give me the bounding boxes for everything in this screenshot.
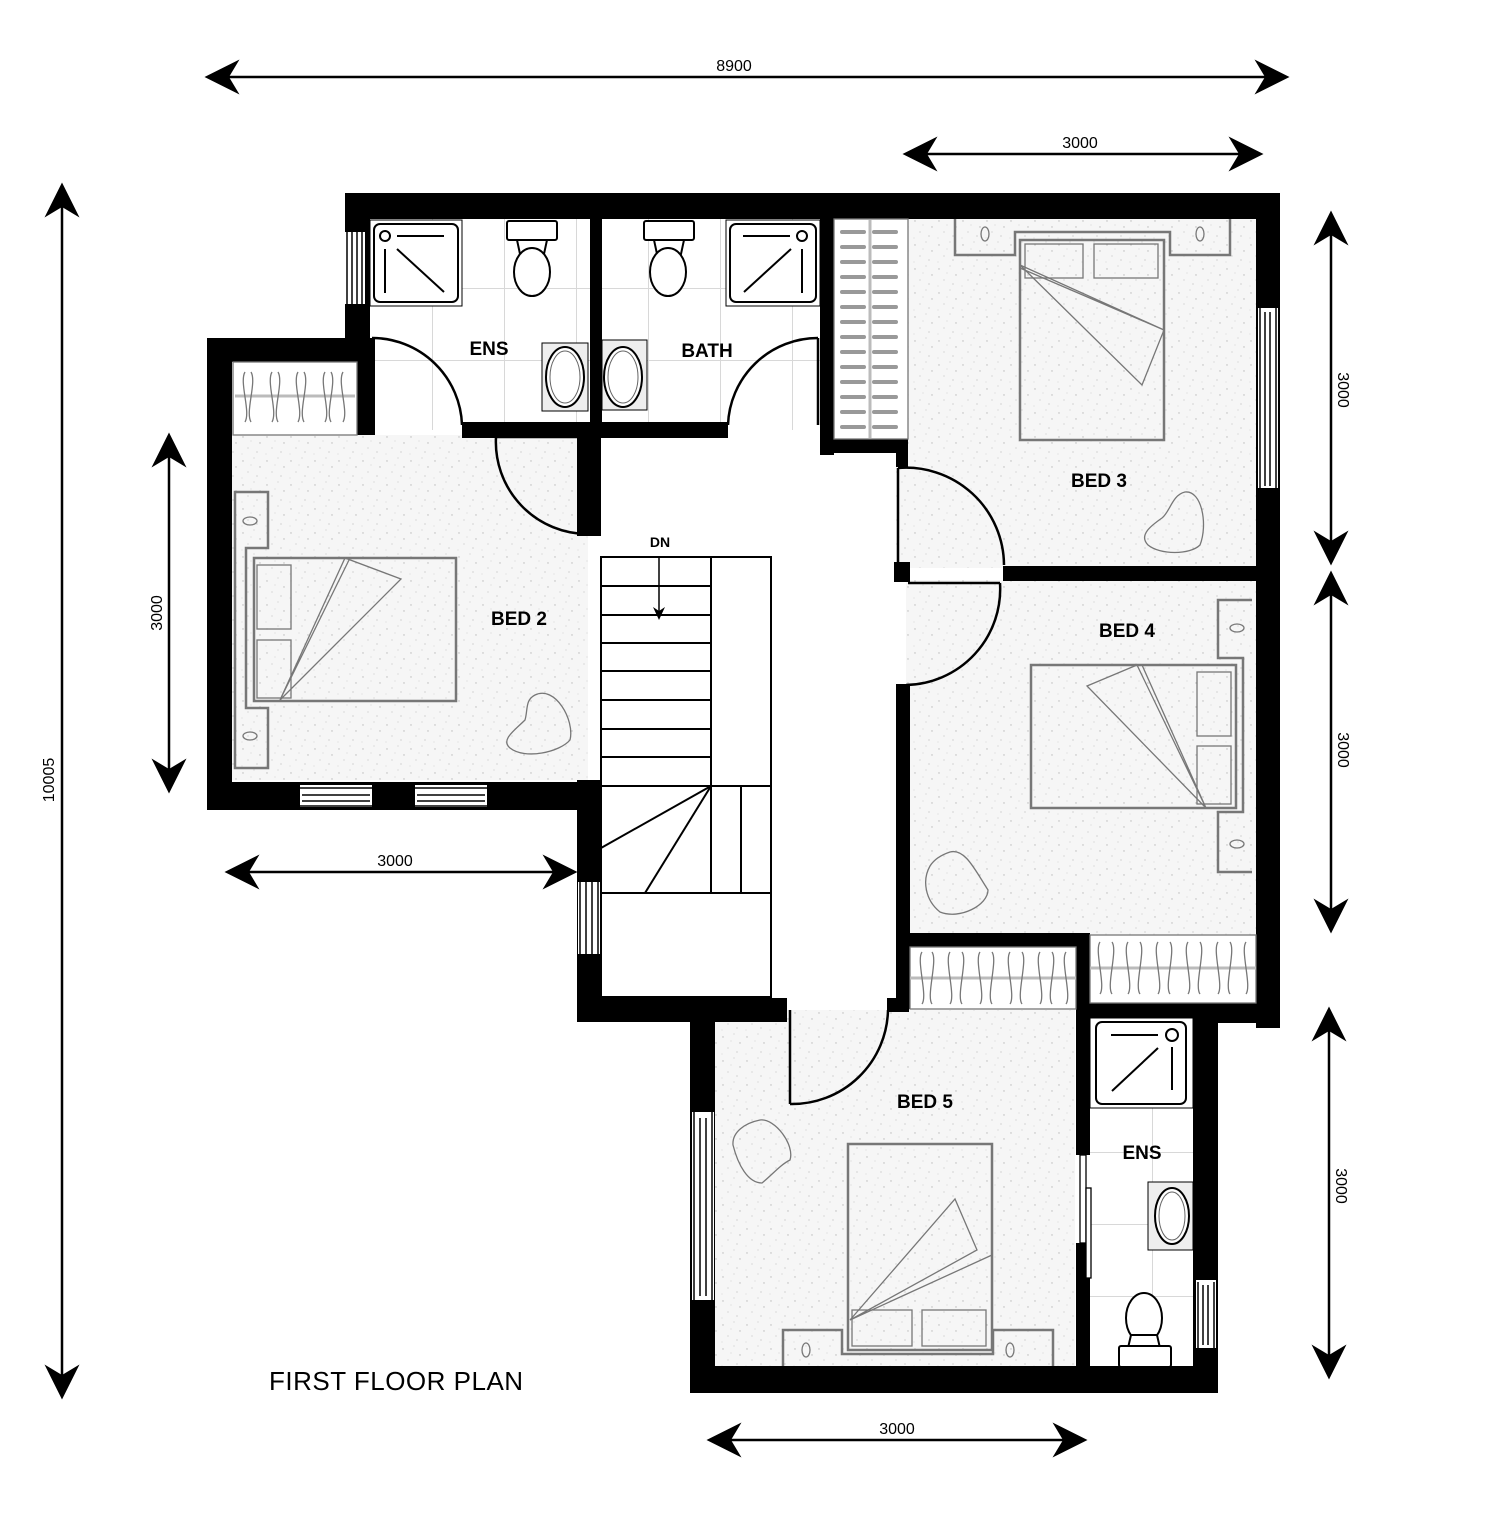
shower-bath bbox=[725, 219, 821, 307]
door-bed5[interactable] bbox=[788, 1009, 890, 1106]
dim-bed3-top-width: 3000 bbox=[1062, 135, 1098, 152]
bed-bed2 bbox=[233, 490, 458, 770]
window-bed2-left bbox=[300, 785, 372, 807]
toilet-bath bbox=[643, 220, 695, 297]
bed5-floor bbox=[713, 1010, 1075, 1368]
beds bbox=[233, 219, 1252, 1366]
sink-bath bbox=[601, 339, 648, 411]
door-bed2[interactable] bbox=[494, 435, 590, 536]
chair-bed4 bbox=[925, 851, 989, 915]
sink-ens-top bbox=[541, 342, 589, 412]
wardrobe-bed5 bbox=[909, 946, 1077, 1010]
shower-ens-bottom bbox=[1089, 1017, 1194, 1109]
room-label-bath: BATH bbox=[681, 341, 732, 362]
window-ens-top bbox=[345, 232, 365, 304]
dim-bed5-bottom-width: 3000 bbox=[879, 1421, 915, 1438]
doors[interactable] bbox=[370, 336, 1092, 1279]
sink-ens-bottom bbox=[1147, 1181, 1194, 1251]
room-label-bed5: BED 5 bbox=[897, 1092, 953, 1113]
bed-bed5 bbox=[781, 1142, 1055, 1366]
dim-bed2-bottom-width: 3000 bbox=[377, 853, 413, 870]
dimension-lines: 8900 3000 10005 3000 3000 3000 3000 3000… bbox=[41, 58, 1351, 1458]
fixtures bbox=[369, 219, 1194, 1368]
dim-bed3-right-height: 3000 bbox=[1334, 372, 1351, 408]
wardrobes bbox=[232, 218, 1257, 1010]
room-label-bed2: BED 2 bbox=[491, 609, 547, 630]
toilet-ens-top bbox=[506, 220, 558, 297]
bed4-floor bbox=[906, 580, 1256, 935]
dim-overall-depth: 10005 bbox=[41, 758, 58, 803]
stair-direction-label: DN bbox=[650, 534, 670, 550]
chair-bed5 bbox=[732, 1119, 792, 1184]
wardrobe-bed4 bbox=[1089, 934, 1257, 1004]
sliding-door-ens-bottom[interactable] bbox=[1079, 1154, 1092, 1279]
window-bed2-right bbox=[415, 785, 487, 807]
door-bath[interactable] bbox=[726, 336, 820, 426]
room-label-ens-bottom: ENS bbox=[1122, 1143, 1161, 1164]
wardrobe-bed2 bbox=[232, 361, 358, 436]
dim-bed2-left-height: 3000 bbox=[149, 595, 166, 631]
dim-bed5-right-height: 3000 bbox=[1332, 1168, 1349, 1204]
bed-bed3 bbox=[953, 219, 1232, 442]
door-bed3[interactable] bbox=[896, 466, 1006, 566]
bed2-floor bbox=[230, 435, 588, 780]
door-bed4[interactable] bbox=[905, 581, 1002, 687]
room-label-bed4: BED 4 bbox=[1099, 621, 1155, 642]
window-bed5 bbox=[692, 1112, 714, 1300]
room-label-bed3: BED 3 bbox=[1071, 471, 1127, 492]
staircase[interactable]: DN bbox=[600, 534, 772, 998]
bed3-floor bbox=[896, 218, 1256, 568]
window-ens-bottom bbox=[1196, 1280, 1216, 1348]
dim-bed4-right-height: 3000 bbox=[1334, 732, 1351, 768]
window-stair bbox=[578, 882, 600, 954]
dim-overall-width: 8900 bbox=[716, 58, 752, 75]
toilet-ens-bottom bbox=[1118, 1292, 1172, 1368]
windows bbox=[300, 232, 1278, 1348]
landing-floor bbox=[600, 435, 896, 1000]
room-label-ens-top: ENS bbox=[469, 339, 508, 360]
window-bed3 bbox=[1258, 308, 1278, 488]
room-labels: ENS BATH BED 2 BED 3 BED 4 BED 5 ENS bbox=[469, 339, 1161, 1164]
chair-bed3 bbox=[1143, 491, 1205, 554]
shower-ens-top bbox=[369, 219, 463, 307]
chair-bed2 bbox=[506, 692, 572, 755]
bed-bed4 bbox=[1029, 598, 1252, 874]
door-ens-top[interactable] bbox=[370, 336, 464, 426]
chairs bbox=[506, 491, 1205, 1184]
wardrobe-bed3 bbox=[833, 218, 909, 440]
plan-title: FIRST FLOOR PLAN bbox=[269, 1366, 524, 1396]
